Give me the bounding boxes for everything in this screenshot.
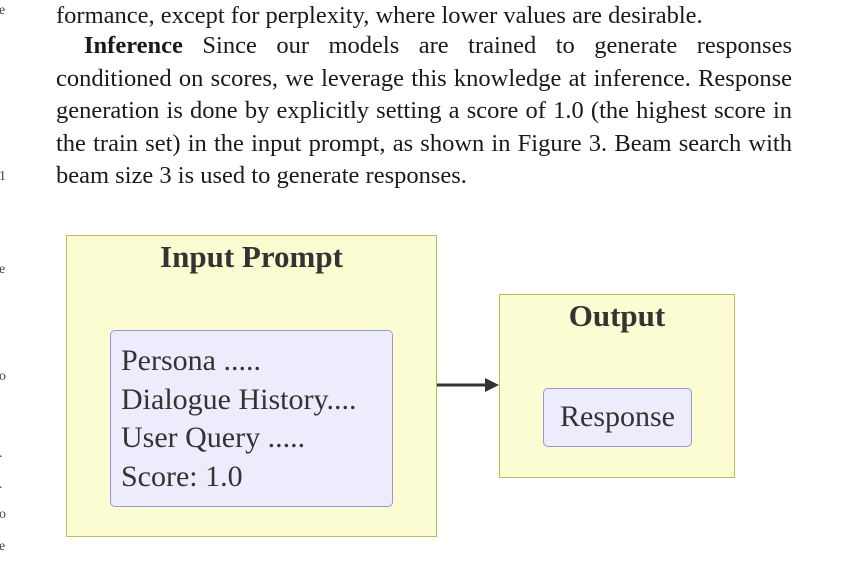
prompt-line-persona: Persona ..... <box>121 344 261 377</box>
margin-mark: . <box>0 478 3 492</box>
prompt-line-dialogue-history: Dialogue History.... <box>121 382 357 416</box>
margin-mark: . <box>0 447 3 461</box>
margin-mark: o <box>0 369 6 384</box>
paragraph-inference: Inference Since our models are trained t… <box>56 30 792 193</box>
input-prompt-box: Input Prompt Persona ..... Dialogue Hist… <box>66 235 437 537</box>
arrow-head <box>485 378 499 392</box>
margin-mark: o <box>0 507 6 522</box>
paragraph-continuation: formance, except for perplexity, where l… <box>56 2 703 29</box>
margin-mark: 1 <box>0 169 6 184</box>
run-in-heading: Inference <box>84 32 183 59</box>
output-title: Output <box>568 298 666 333</box>
flow-arrow <box>437 378 499 392</box>
paragraph-body: Since our models are trained to generate… <box>56 32 792 189</box>
response-box: Response <box>543 388 692 447</box>
prompt-line-user-query: User Query ..... <box>121 421 306 454</box>
input-prompt-title: Input Prompt <box>160 239 343 274</box>
left-column-margin: e 1 e o . . o e <box>0 0 6 568</box>
margin-mark: e <box>0 3 6 18</box>
output-box: Output Response <box>499 294 735 478</box>
prompt-content-box: Persona ..... Dialogue History.... User … <box>110 330 393 507</box>
margin-mark: e <box>0 262 6 277</box>
margin-mark: e <box>0 539 6 554</box>
prompt-line-score: Score: 1.0 <box>121 459 243 493</box>
